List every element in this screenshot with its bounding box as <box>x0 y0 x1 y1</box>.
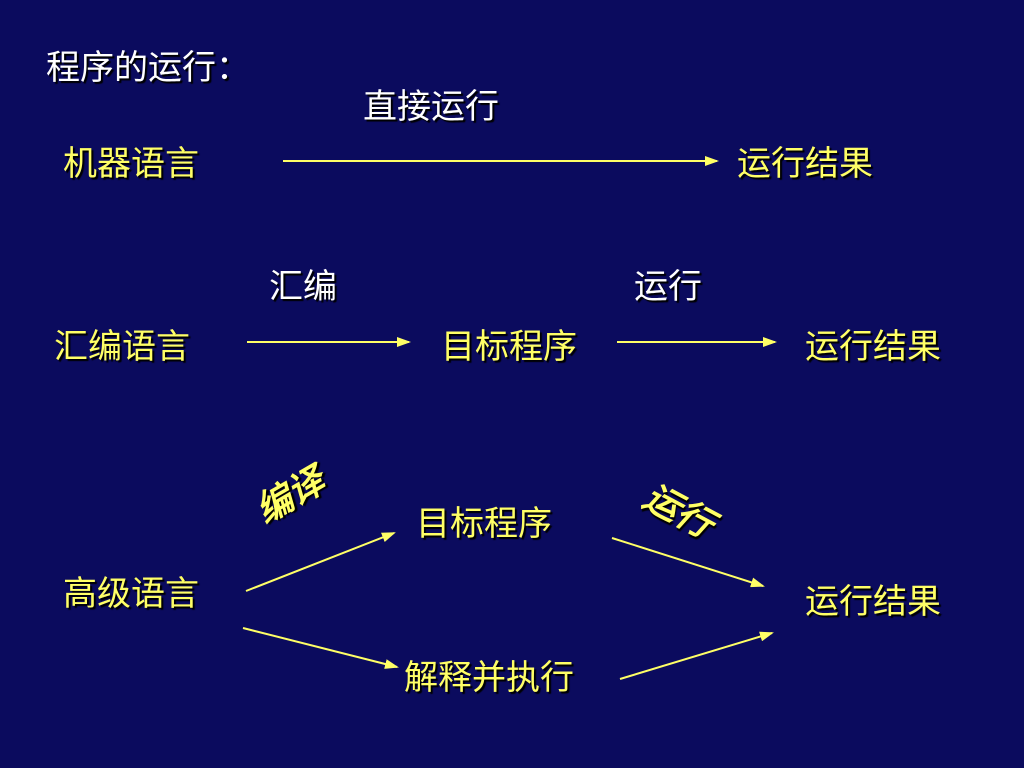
arrow-interpret <box>242 627 399 669</box>
arrow-compile <box>245 532 396 592</box>
arrow-object-to-result <box>611 537 765 588</box>
machine-language-term: 机器语言 <box>63 144 199 184</box>
high-level-language-term: 高级语言 <box>63 574 199 614</box>
interpret-execute-term: 解释并执行 <box>404 658 574 698</box>
direct-run-label: 直接运行 <box>363 87 499 127</box>
row2-result-term: 运行结果 <box>805 327 941 367</box>
run-label: 运行 <box>634 267 702 307</box>
assembly-language-term: 汇编语言 <box>54 327 190 367</box>
row2-object-program-term: 目标程序 <box>441 327 577 367</box>
row1-result-term: 运行结果 <box>737 144 873 184</box>
arrow-interpret-to-result <box>619 631 774 680</box>
assemble-label: 汇编 <box>269 267 337 307</box>
row3-result-term: 运行结果 <box>805 582 941 622</box>
slide-title: 程序的运行： <box>46 48 250 88</box>
row3-object-program-term: 目标程序 <box>416 504 552 544</box>
